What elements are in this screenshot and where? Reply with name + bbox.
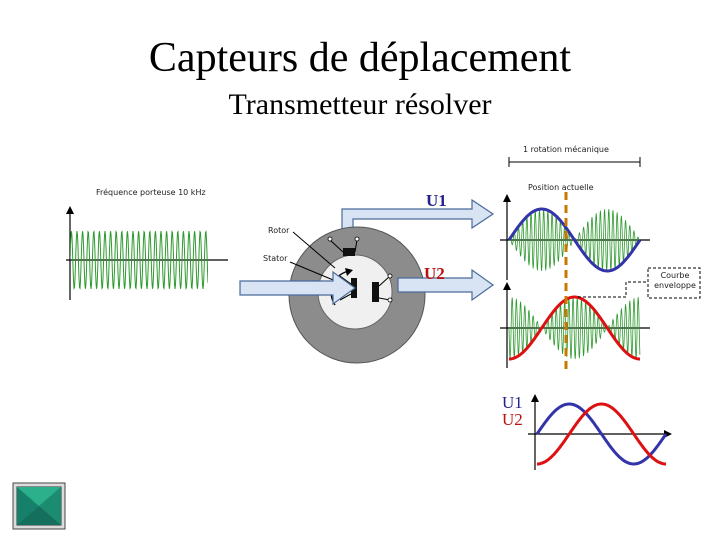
carrier-frequency-label: Fréquence porteuse 10 kHz bbox=[96, 188, 206, 197]
u1-output-plot bbox=[500, 194, 650, 280]
u2-arrow bbox=[397, 268, 495, 302]
u1-bottom-label: U1 bbox=[502, 393, 523, 412]
u1-label: U1 bbox=[426, 191, 447, 210]
rotation-label: 1 rotation mécanique bbox=[523, 145, 609, 154]
envelope-callout-line bbox=[578, 281, 648, 298]
stator-winding-b bbox=[372, 282, 379, 302]
carrier-signal-plot bbox=[66, 206, 228, 300]
triangle-nav-icon[interactable] bbox=[12, 482, 66, 530]
carrier-wave bbox=[70, 229, 208, 290]
input-arrow bbox=[239, 270, 357, 306]
page-subtitle: Transmetteur résolver bbox=[228, 88, 492, 121]
page-title: Capteurs de déplacement bbox=[148, 35, 572, 81]
comparison-plot bbox=[528, 394, 672, 470]
position-label: Position actuelle bbox=[528, 183, 594, 192]
stator-leader bbox=[289, 261, 339, 283]
rotation-span bbox=[508, 157, 641, 167]
comparison-u1-curve bbox=[535, 402, 668, 466]
rotor-winding bbox=[343, 248, 355, 256]
rotor-leader bbox=[292, 231, 336, 269]
u1-envelope-curve bbox=[507, 207, 642, 273]
u2-label: U2 bbox=[424, 264, 445, 283]
stator-label: Stator bbox=[263, 254, 288, 263]
u2-output-plot bbox=[500, 282, 650, 368]
u2-bottom-label: U2 bbox=[502, 410, 523, 429]
rotor-label: Rotor bbox=[268, 226, 290, 235]
envelope-callout-box bbox=[647, 267, 701, 299]
u2-envelope-curve bbox=[509, 295, 640, 361]
comparison-u2-curve bbox=[537, 402, 666, 466]
envelope-label: Courbe enveloppe bbox=[654, 271, 696, 290]
carrier-y-arrow bbox=[66, 206, 74, 214]
